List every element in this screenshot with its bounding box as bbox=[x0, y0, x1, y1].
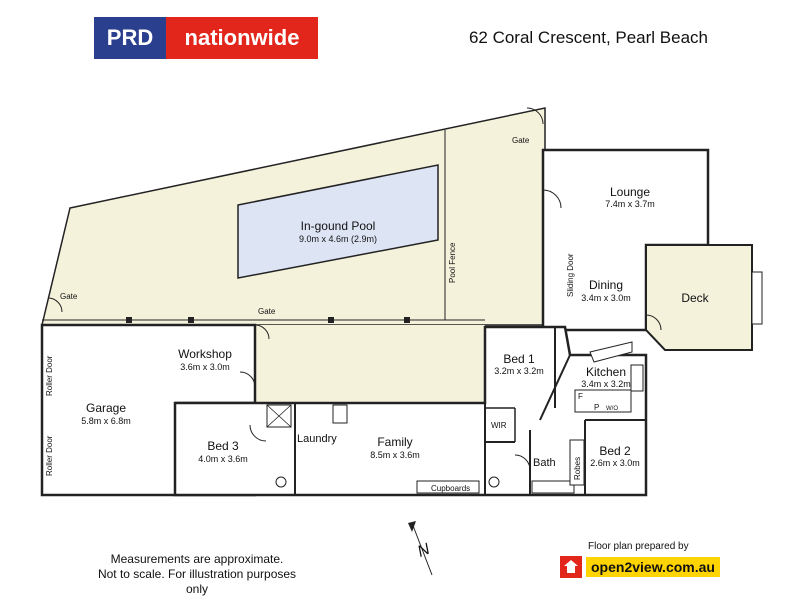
pool-size: 9.0m x 4.6m (2.9m) bbox=[299, 234, 377, 244]
kitchen-counter bbox=[574, 389, 632, 413]
gate-label-left: Gate bbox=[60, 292, 78, 301]
pool-shape bbox=[237, 164, 439, 279]
logo-nationwide: nationwide bbox=[166, 17, 318, 59]
garage-size: 5.8m x 6.8m bbox=[81, 416, 131, 426]
bathtub bbox=[531, 480, 575, 494]
family-name: Family bbox=[377, 435, 412, 449]
robes-label: Robes bbox=[573, 457, 582, 480]
roller-door-bottom-label: Roller Door bbox=[45, 435, 54, 476]
disclaimer: Measurements are approximate. Not to sca… bbox=[92, 552, 302, 597]
door-swing bbox=[542, 189, 562, 209]
bed2-size: 2.6m x 3.0m bbox=[590, 458, 640, 468]
washer bbox=[332, 404, 348, 424]
tub-cross bbox=[266, 404, 292, 428]
wo-label: W/O bbox=[606, 406, 618, 412]
pool-fence-label: Pool Fence bbox=[448, 242, 457, 283]
workshop-size: 3.6m x 3.0m bbox=[180, 362, 230, 372]
pool-name: In-gound Pool bbox=[301, 219, 376, 233]
robes-box bbox=[569, 439, 585, 486]
door-swing bbox=[47, 297, 63, 313]
door-swing bbox=[249, 424, 267, 442]
cupboards-label: Cupboards bbox=[431, 484, 470, 493]
lounge-name: Lounge bbox=[610, 185, 650, 199]
bed3-size: 4.0m x 3.6m bbox=[198, 454, 248, 464]
door-swing bbox=[645, 314, 662, 331]
bed1-size: 3.2m x 3.2m bbox=[494, 366, 544, 376]
wall-kitchen-diag bbox=[539, 354, 571, 421]
pantry-label: P bbox=[594, 403, 599, 412]
bath-label: Bath bbox=[533, 457, 556, 469]
fridge-label: F bbox=[578, 392, 583, 401]
dining-name: Dining bbox=[589, 278, 623, 292]
open2view-brand: open2view.com.au bbox=[586, 557, 720, 577]
deck-name: Deck bbox=[681, 291, 709, 305]
bed2-name: Bed 2 bbox=[599, 444, 631, 458]
disclaimer-line-1: Measurements are approximate. bbox=[110, 552, 284, 566]
deck-steps bbox=[751, 271, 763, 325]
compass-letter: N bbox=[415, 541, 432, 561]
laundry-label: Laundry bbox=[297, 433, 337, 445]
door-swing bbox=[239, 371, 256, 388]
fence-post bbox=[188, 317, 194, 323]
stove bbox=[630, 364, 644, 392]
cupboards-box bbox=[416, 480, 480, 494]
workshop-name: Workshop bbox=[178, 347, 232, 361]
open2view-logo: open2view.com.au bbox=[560, 556, 720, 578]
prepared-by-text: Floor plan prepared by bbox=[588, 541, 689, 552]
north-arrow-icon: N bbox=[408, 521, 433, 576]
bed3-name: Bed 3 bbox=[207, 439, 239, 453]
fence-post bbox=[126, 317, 132, 323]
dining-size: 3.4m x 3.0m bbox=[581, 293, 631, 303]
door-swing bbox=[514, 454, 531, 471]
logo-prd: PRD bbox=[94, 17, 166, 59]
property-address: 62 Coral Crescent, Pearl Beach bbox=[468, 28, 708, 47]
gate-label-top: Gate bbox=[512, 136, 530, 145]
sliding-door-label: Sliding Door bbox=[566, 253, 575, 297]
family-size: 8.5m x 3.6m bbox=[370, 450, 420, 460]
gate-label-mid: Gate bbox=[258, 307, 276, 316]
door-swing bbox=[254, 324, 270, 340]
roller-door-top-label: Roller Door bbox=[45, 355, 54, 396]
toilet bbox=[275, 476, 287, 488]
kitchen-size: 3.4m x 3.2m bbox=[581, 379, 631, 389]
door-swing bbox=[526, 107, 544, 125]
yard-area-lower bbox=[255, 325, 485, 405]
fence-post bbox=[328, 317, 334, 323]
fence-post bbox=[404, 317, 410, 323]
prd-logo: PRD nationwide bbox=[94, 17, 318, 59]
lounge-size: 7.4m x 3.7m bbox=[605, 199, 655, 209]
toilet bbox=[488, 476, 500, 488]
wir-label: WIR bbox=[491, 421, 507, 430]
house-icon bbox=[560, 556, 582, 578]
kitchen-bench bbox=[589, 341, 633, 363]
garage-name: Garage bbox=[86, 401, 126, 415]
bed1-name: Bed 1 bbox=[503, 352, 535, 366]
deck-walls bbox=[645, 244, 753, 351]
disclaimer-line-2: Not to scale. For illustration purposes … bbox=[97, 567, 297, 596]
kitchen-name: Kitchen bbox=[586, 365, 626, 379]
